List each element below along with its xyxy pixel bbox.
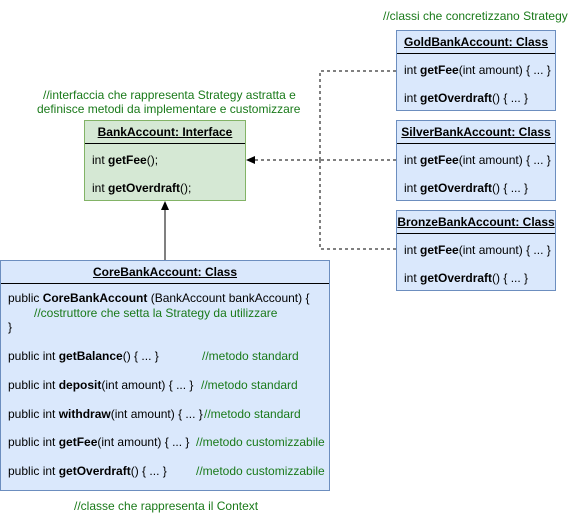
core-bank-account-box[interactable]: CoreBankAccount: Class public CoreBankAc… [0,260,330,491]
core-method-withdraw: public int withdraw(int amount) { ... } [8,407,203,421]
core-method-getbalance: public int getBalance() { ... } [8,349,159,363]
realization-arrowhead [246,156,255,164]
association-arrowhead [161,201,169,210]
silver-bank-account-box[interactable]: SilverBankAccount: Class int getFee(int … [396,120,556,201]
silver-method-getoverdraft: int getOverdraft() { ... } [404,181,529,195]
gold-title: GoldBankAccount: Class [397,31,555,54]
core-method-getbalance-comment: //metodo standard [202,349,299,363]
bronze-realization-line [319,160,396,250]
gold-realization-line [319,70,396,160]
bank-account-interface-box[interactable]: BankAccount: Interface int getFee(); int… [84,120,246,201]
bronze-method-getoverdraft: int getOverdraft() { ... } [404,271,529,285]
bronze-bank-account-box[interactable]: BronzeBankAccount: Class int getFee(int … [396,210,556,291]
bank-account-method-getfee: int getFee(); [92,153,159,167]
core-method-getoverdraft-comment: //metodo customizzabile [196,464,325,478]
gold-method-getfee: int getFee(int amount) { ... } [404,63,551,77]
core-constructor: public CoreBankAccount (BankAccount bank… [8,291,310,305]
core-method-getfee-comment: //metodo customizzabile [196,435,325,449]
core-constructor-comment: //costruttore che setta la Strategy da u… [34,306,278,320]
core-method-getoverdraft: public int getOverdraft() { ... } [8,464,167,478]
gold-method-getoverdraft: int getOverdraft() { ... } [404,91,529,105]
bank-account-method-getoverdraft: int getOverdraft(); [92,181,192,195]
bank-account-title: BankAccount: Interface [85,121,245,144]
gold-bank-account-box[interactable]: GoldBankAccount: Class int getFee(int am… [396,30,556,111]
silver-title: SilverBankAccount: Class [397,121,555,144]
interface-comment-line1: //interfaccia che rappresenta Strategy a… [43,88,296,102]
interface-comment-line2: definisce metodi da implementare e custo… [37,102,301,116]
core-title: CoreBankAccount: Class [1,261,329,284]
core-method-deposit-comment: //metodo standard [201,378,298,392]
strategy-comment: //classi che concretizzano Strategy [383,9,568,23]
context-comment: //classe che rappresenta il Context [74,499,259,513]
core-method-withdraw-comment: //metodo standard [204,407,301,421]
silver-method-getfee: int getFee(int amount) { ... } [404,153,551,167]
core-method-getfee: public int getFee(int amount) { ... } [8,435,190,449]
bronze-method-getfee: int getFee(int amount) { ... } [404,243,551,257]
bronze-title: BronzeBankAccount: Class [397,211,555,234]
core-constructor-close: } [8,320,13,334]
core-method-deposit: public int deposit(int amount) { ... } [8,378,194,392]
